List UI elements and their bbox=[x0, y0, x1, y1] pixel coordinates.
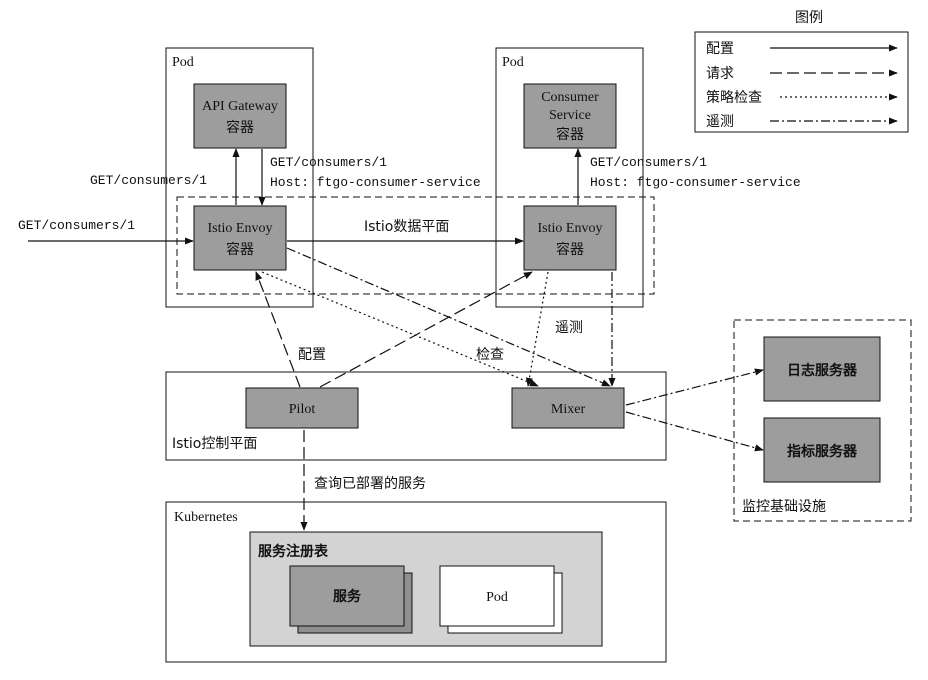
envoy-left-subtitle: 容器 bbox=[226, 241, 254, 258]
left-request-line1: GET/consumers/1 bbox=[270, 155, 387, 170]
api-gateway-subtitle: 容器 bbox=[226, 119, 254, 136]
kubernetes-label: Kubernetes bbox=[174, 510, 238, 525]
left-envoy-telemetry-arrow bbox=[286, 247, 611, 387]
legend-item-request-label: 请求 bbox=[706, 66, 734, 82]
monitoring-label: 监控基础设施 bbox=[742, 498, 826, 515]
mixer-to-log-arrow bbox=[625, 368, 764, 406]
data-plane-label: Istio数据平面 bbox=[364, 219, 449, 235]
right-request-line1: GET/consumers/1 bbox=[590, 155, 707, 170]
log-server-label: 日志服务器 bbox=[787, 362, 858, 379]
incoming-request-label: GET/consumers/1 bbox=[18, 218, 135, 233]
legend-item-telemetry-label: 遥测 bbox=[706, 114, 734, 130]
api-gateway-title: API Gateway bbox=[202, 99, 278, 114]
pod-left-label: Pod bbox=[172, 55, 194, 70]
envoy-right-container bbox=[523, 205, 617, 271]
pod-right-label: Pod bbox=[502, 55, 524, 70]
legend-item-config-label: 配置 bbox=[706, 41, 734, 57]
mixer-label: Mixer bbox=[551, 402, 586, 417]
legend-item-policy-label: 策略检查 bbox=[706, 89, 762, 106]
query-edge-label: 查询已部署的服务 bbox=[314, 476, 426, 492]
legend-title: 图例 bbox=[795, 10, 823, 26]
control-plane-label: Istio控制平面 bbox=[172, 436, 257, 452]
mixer-to-metrics-arrow bbox=[625, 411, 764, 452]
right-envoy-check-arrow bbox=[525, 271, 549, 387]
metrics-server-node bbox=[763, 417, 881, 483]
config-edge-label: 配置 bbox=[298, 347, 326, 363]
envoy-right-title: Istio Envoy bbox=[538, 221, 603, 236]
envoy-right-subtitle: 容器 bbox=[556, 241, 584, 258]
left-request-line2: Host: ftgo-consumer-service bbox=[270, 175, 481, 190]
log-server-node bbox=[763, 336, 881, 402]
telemetry-edge-label: 遥测 bbox=[555, 320, 583, 336]
pilot-label: Pilot bbox=[289, 402, 316, 417]
envoy-left-container bbox=[193, 205, 287, 271]
pod-card-label: Pod bbox=[486, 590, 508, 605]
right-request-line2: Host: ftgo-consumer-service bbox=[590, 175, 801, 190]
api-gateway-container bbox=[193, 83, 287, 149]
consumer-service-line2: Service bbox=[549, 108, 591, 123]
service-card-label: 服务 bbox=[333, 588, 362, 605]
envoy-left-title: Istio Envoy bbox=[208, 221, 273, 236]
consumer-service-line1: Consumer bbox=[541, 90, 599, 105]
service-card bbox=[289, 565, 405, 627]
pilot-to-left-envoy-arrow bbox=[255, 271, 301, 388]
pilot-to-right-envoy-arrow bbox=[319, 271, 533, 388]
pod-card bbox=[439, 565, 555, 627]
pilot-node bbox=[245, 387, 359, 429]
legend-box bbox=[694, 31, 909, 133]
check-edge-label: 检查 bbox=[476, 347, 504, 363]
consumer-service-container bbox=[523, 83, 617, 149]
mixer-node bbox=[511, 387, 625, 429]
consumer-service-line3: 容器 bbox=[556, 126, 584, 143]
gateway-request-label: GET/consumers/1 bbox=[90, 173, 207, 188]
metrics-server-label: 指标服务器 bbox=[787, 443, 858, 460]
service-registry-label: 服务注册表 bbox=[258, 543, 329, 560]
legend: 图例 配置 请求 策略检查 遥测 bbox=[694, 10, 909, 133]
